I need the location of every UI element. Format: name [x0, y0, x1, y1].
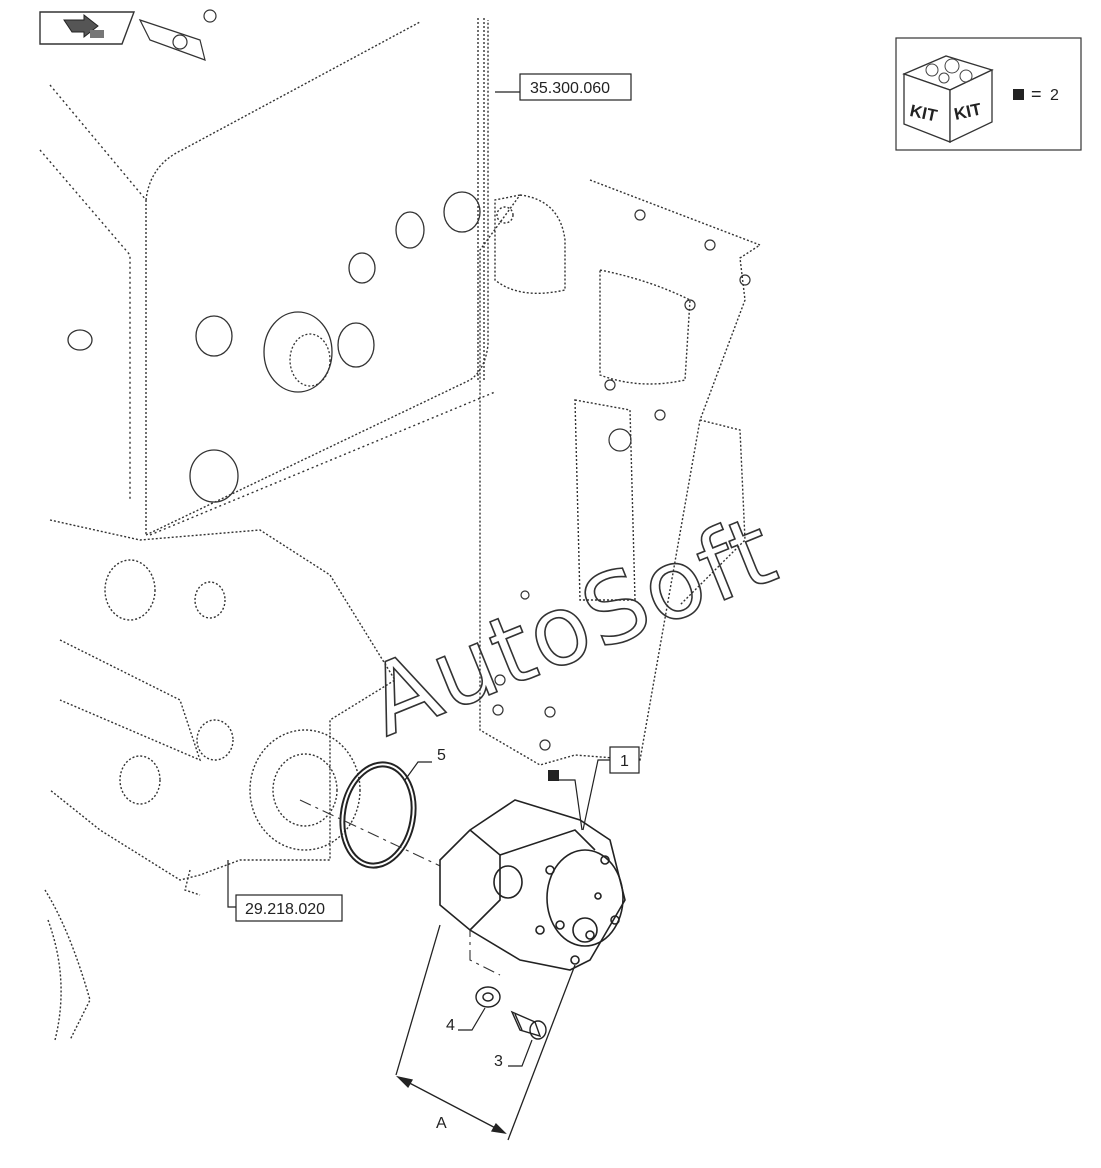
reference-top[interactable]: 35.300.060 — [495, 73, 632, 101]
callout-1-label: 1 — [620, 753, 629, 770]
reference-top-label: 35.300.060 — [530, 80, 610, 97]
kit-quantity: 2 — [1050, 87, 1059, 104]
tank-fittings — [67, 191, 481, 503]
callout-5[interactable]: 5 — [404, 747, 446, 781]
callout-3[interactable]: 3 — [494, 1039, 533, 1070]
callout-1[interactable]: 1 — [582, 746, 640, 831]
tank-outline — [39, 18, 496, 536]
back-button[interactable] — [39, 11, 136, 45]
mounting-bracket — [479, 179, 762, 766]
reference-bottom-label: 29.218.020 — [245, 901, 325, 918]
bolt-part — [510, 1010, 547, 1040]
kit-marker-callout — [548, 770, 583, 831]
callout-5-label: 5 — [437, 747, 446, 764]
gear-pump-part — [439, 799, 626, 971]
callout-3-label: 3 — [494, 1053, 503, 1070]
o-ring-part — [339, 761, 417, 869]
kit-equals: = — [1031, 84, 1042, 104]
dimension-a-label: A — [436, 1115, 447, 1132]
back-arrow-icon — [63, 13, 104, 39]
watermark: AutoSoft — [353, 494, 792, 758]
callout-4[interactable]: 4 — [446, 1007, 486, 1034]
kit-box-icon: KIT KIT — [902, 55, 994, 144]
reference-bottom[interactable]: 29.218.020 — [227, 860, 343, 922]
kit-marker-square — [1013, 89, 1024, 100]
kit-legend: KIT KIT = 2 — [895, 37, 1082, 151]
dimension-a — [395, 924, 576, 1141]
main-pump-assembly — [44, 519, 396, 1041]
hose-fittings — [138, 9, 217, 61]
bracket-holes — [492, 209, 751, 751]
callout-4-label: 4 — [446, 1017, 455, 1034]
washer-part — [475, 986, 501, 1008]
